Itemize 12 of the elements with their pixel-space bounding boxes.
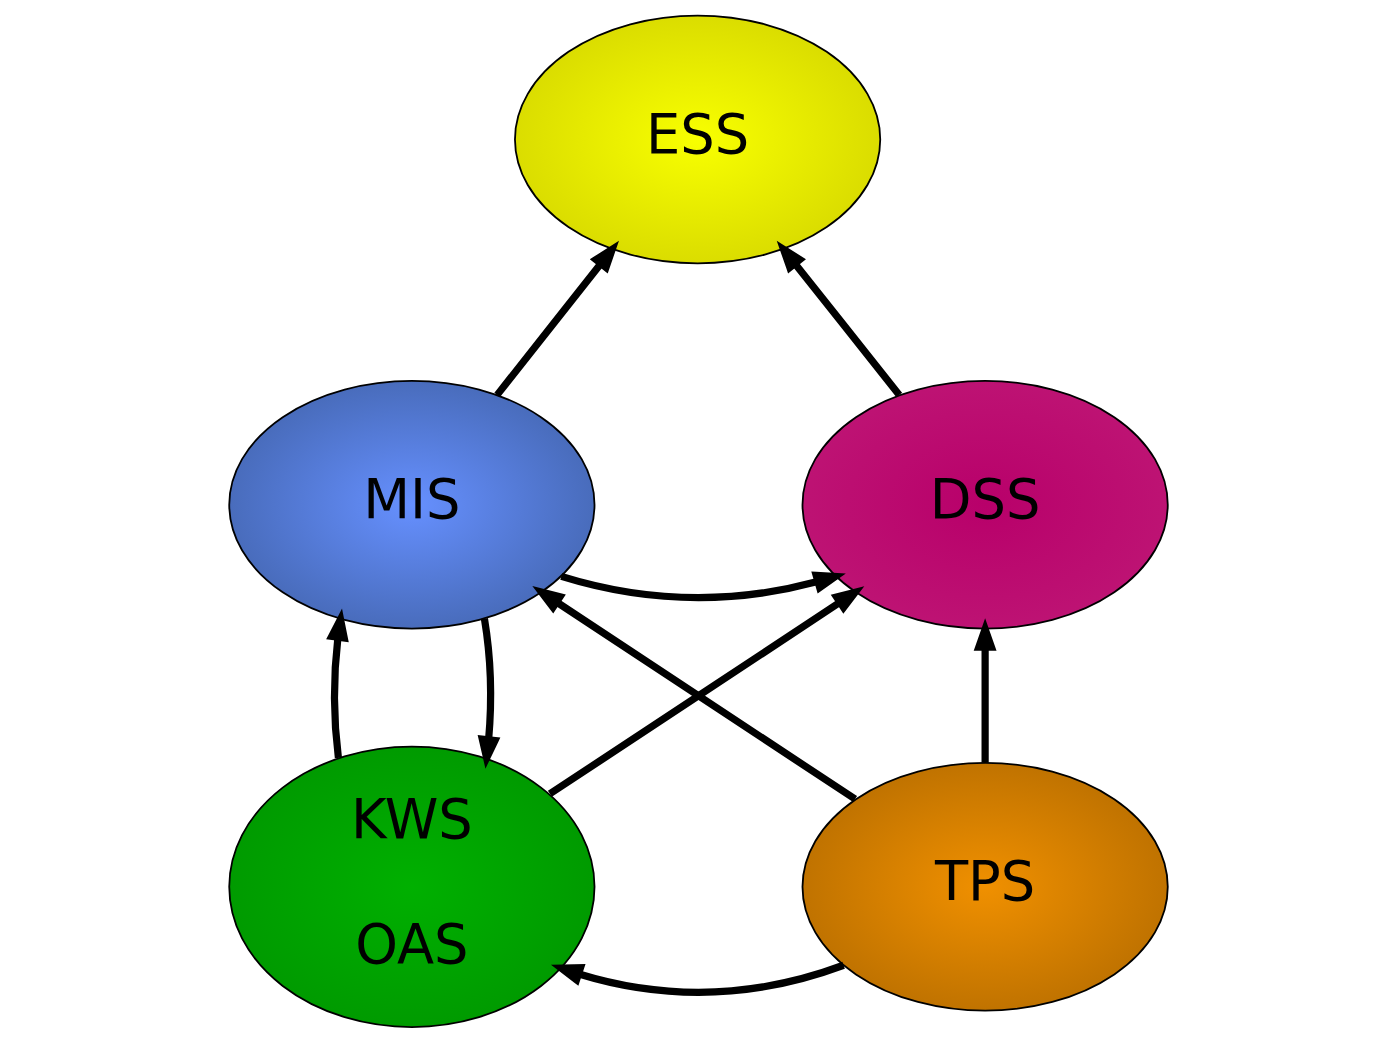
arrow [550, 961, 845, 996]
node-ellipse: KWS OAS [228, 745, 596, 1028]
arrow [560, 571, 846, 602]
node-ellipse: TPS [801, 762, 1169, 1012]
arrow [776, 240, 903, 398]
node-ellipse: MIS [228, 379, 596, 630]
arrow [477, 618, 501, 769]
arrow [326, 608, 349, 759]
arrow [973, 618, 997, 763]
arrow [494, 240, 619, 398]
node-ellipse: DSS [801, 379, 1169, 630]
node-ellipse: ESS [514, 14, 882, 265]
